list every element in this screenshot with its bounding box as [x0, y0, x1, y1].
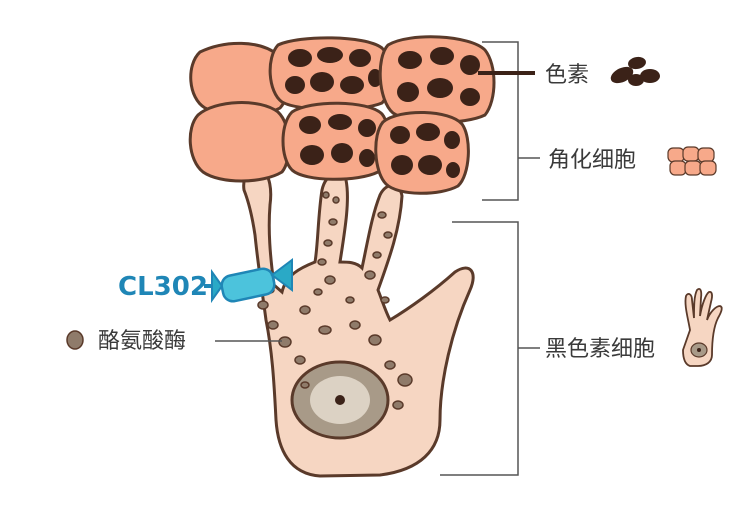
pigmented-cell: [281, 101, 390, 181]
keratinocytes-pigmented: [268, 35, 496, 195]
brackets: [440, 41, 540, 476]
granule: [278, 336, 292, 348]
tyrosinase-granules: [257, 191, 413, 410]
pigmented-cell: [378, 35, 496, 124]
melanocyte-cell: [242, 168, 475, 478]
granule: [300, 381, 310, 389]
granule: [372, 251, 382, 259]
granule: [384, 360, 396, 370]
cl302-molecule: CL302: [118, 258, 293, 304]
cl302-body: [220, 267, 276, 303]
keratinocyte-cell: [189, 41, 291, 117]
granule: [380, 296, 390, 304]
pigment-label: 色素: [545, 63, 589, 88]
cl302-label: CL302: [118, 272, 208, 302]
keratinocyte-bracket: [482, 41, 519, 201]
pigmented-cell: [374, 111, 470, 195]
keratinocyte-cell: [188, 101, 291, 183]
granule: [332, 196, 340, 204]
granule: [323, 239, 333, 247]
granule: [318, 325, 332, 335]
granule: [345, 296, 355, 304]
granule: [328, 218, 338, 226]
melanocyte-legend: 黑色素细胞: [545, 287, 723, 367]
tyrosinase-label: 酪氨酸酶: [98, 329, 186, 354]
granule: [257, 300, 269, 310]
granule: [392, 400, 404, 410]
pigmented-cell: [268, 36, 393, 112]
keratinocytes-plain: [188, 41, 291, 183]
granule: [299, 305, 311, 315]
granule: [368, 334, 382, 346]
granule: [397, 373, 413, 387]
pigment-legend: 色素: [478, 56, 660, 88]
granule: [294, 355, 306, 365]
granule: [364, 270, 376, 280]
pigment-icon: [610, 56, 660, 86]
granule: [317, 258, 327, 266]
melanocyte-bracket: [440, 221, 519, 476]
cl302-wrapper-right: [270, 258, 293, 292]
keratinocyte-legend: 角化细胞: [548, 146, 717, 176]
granule: [322, 191, 330, 199]
granule: [267, 320, 279, 330]
granule: [349, 320, 361, 330]
keratinocyte-label: 角化细胞: [548, 148, 636, 173]
granule: [324, 275, 336, 285]
nucleolus: [335, 395, 345, 405]
granule: [313, 288, 323, 296]
melanocyte-label: 黑色素细胞: [545, 337, 655, 362]
melanocyte-icon: [682, 287, 723, 367]
granule: [383, 231, 393, 239]
cl302-wrapper-left: [211, 268, 224, 304]
tyrosinase-icon: [66, 330, 84, 350]
keratinocyte-icon: [667, 146, 717, 176]
granule: [377, 211, 387, 219]
tyrosinase-legend: 酪氨酸酶: [66, 329, 282, 354]
